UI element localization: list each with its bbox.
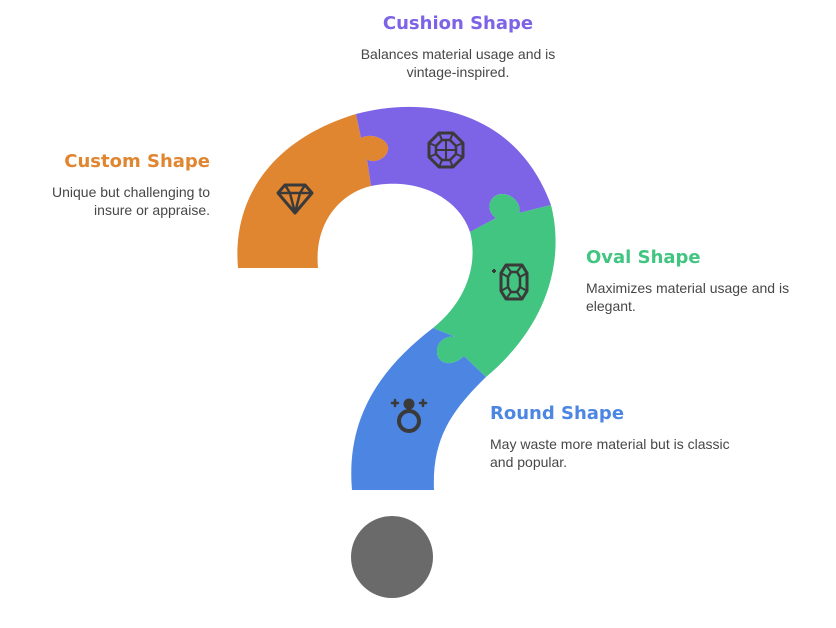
oval-shape-description: Maximizes material usage and is elegant. bbox=[586, 280, 790, 314]
octagon-gem-icon bbox=[427, 131, 465, 169]
round-shape-label: Round Shape May waste more material but … bbox=[490, 402, 730, 471]
round-shape-description: May waste more material but is classic a… bbox=[490, 436, 730, 470]
oval-shape-piece bbox=[433, 194, 556, 377]
oval-shape-label: Oval Shape Maximizes material usage and … bbox=[586, 246, 806, 315]
ring-icon bbox=[390, 398, 428, 433]
custom-shape-label: Custom Shape Unique but challenging to i… bbox=[20, 150, 210, 219]
diamond-icon bbox=[276, 183, 314, 215]
cushion-shape-description: Balances material usage and is vintage-i… bbox=[360, 46, 556, 80]
question-mark-dot bbox=[351, 516, 433, 598]
oval-gem-icon bbox=[492, 263, 529, 301]
round-shape-piece bbox=[351, 328, 486, 490]
round-shape-title: Round Shape bbox=[490, 403, 625, 424]
custom-shape-title: Custom Shape bbox=[64, 151, 210, 172]
oval-shape-title: Oval Shape bbox=[586, 247, 701, 268]
custom-shape-description: Unique but challenging to insure or appr… bbox=[51, 184, 210, 218]
custom-shape-piece bbox=[237, 114, 389, 268]
cushion-shape-label: Cushion Shape Balances material usage an… bbox=[338, 12, 578, 81]
cushion-shape-piece bbox=[356, 106, 551, 232]
cushion-shape-title: Cushion Shape bbox=[382, 13, 534, 34]
